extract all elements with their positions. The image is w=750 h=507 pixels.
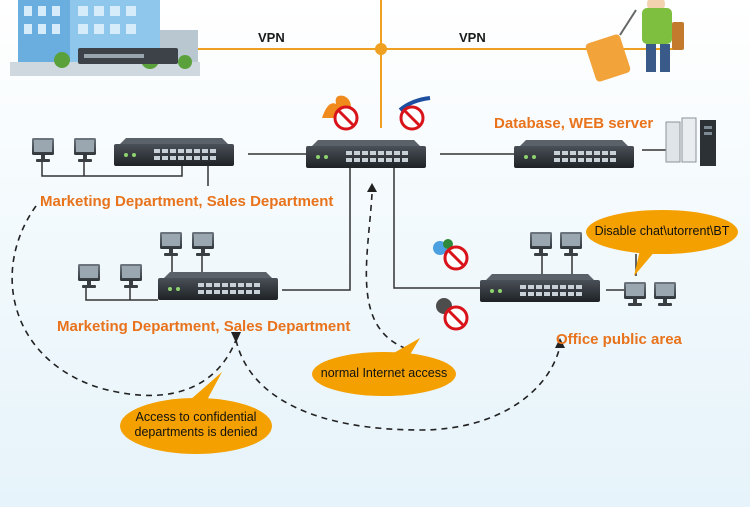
bubble-confidential-line1: Access to confidential — [135, 410, 257, 424]
traffic-paths — [11, 193, 561, 431]
vpn-junction — [375, 43, 387, 55]
computer-icon — [530, 232, 552, 256]
vpn-label-left: VPN — [258, 30, 285, 45]
computer-icon — [78, 264, 100, 288]
computer-icon — [120, 264, 142, 288]
label-marketing-top: Marketing Department, Sales Department — [40, 193, 334, 210]
label-office: Office public area — [556, 331, 682, 348]
label-marketing-bottom: Marketing Department, Sales Department — [57, 318, 351, 335]
vpn-label-right: VPN — [459, 30, 486, 45]
computer-icon — [32, 138, 54, 162]
switch-icon — [114, 138, 234, 166]
bubble-normal — [312, 338, 456, 396]
traveler-icon — [585, 0, 684, 82]
no-chat-icon — [398, 96, 431, 131]
computer-icon — [654, 282, 676, 306]
bubble-disable-text: Disable chat\utorrent\BT — [594, 224, 730, 238]
switch-icon — [514, 140, 634, 168]
label-database: Database, WEB server — [494, 115, 654, 132]
computer-icon — [624, 282, 646, 306]
switch-icon — [480, 274, 600, 302]
building-icon — [10, 0, 200, 76]
server-icon — [665, 117, 716, 166]
computer-icon — [192, 232, 214, 256]
computer-icon — [160, 232, 182, 256]
computer-icon — [560, 232, 582, 256]
computer-icon — [74, 138, 96, 162]
bubble-confidential-line2: departments is denied — [134, 425, 258, 439]
bubble-disable — [586, 210, 738, 276]
no-game-icon — [433, 239, 469, 271]
switch-icon — [306, 140, 426, 168]
network-links — [41, 149, 668, 301]
arrowheads — [231, 183, 565, 348]
firewall-icon — [322, 95, 359, 131]
no-bt-icon — [436, 298, 469, 331]
bubble-normal-text: normal Internet access — [320, 366, 448, 380]
bubble-confidential — [120, 372, 272, 454]
switch-icon — [158, 272, 278, 300]
